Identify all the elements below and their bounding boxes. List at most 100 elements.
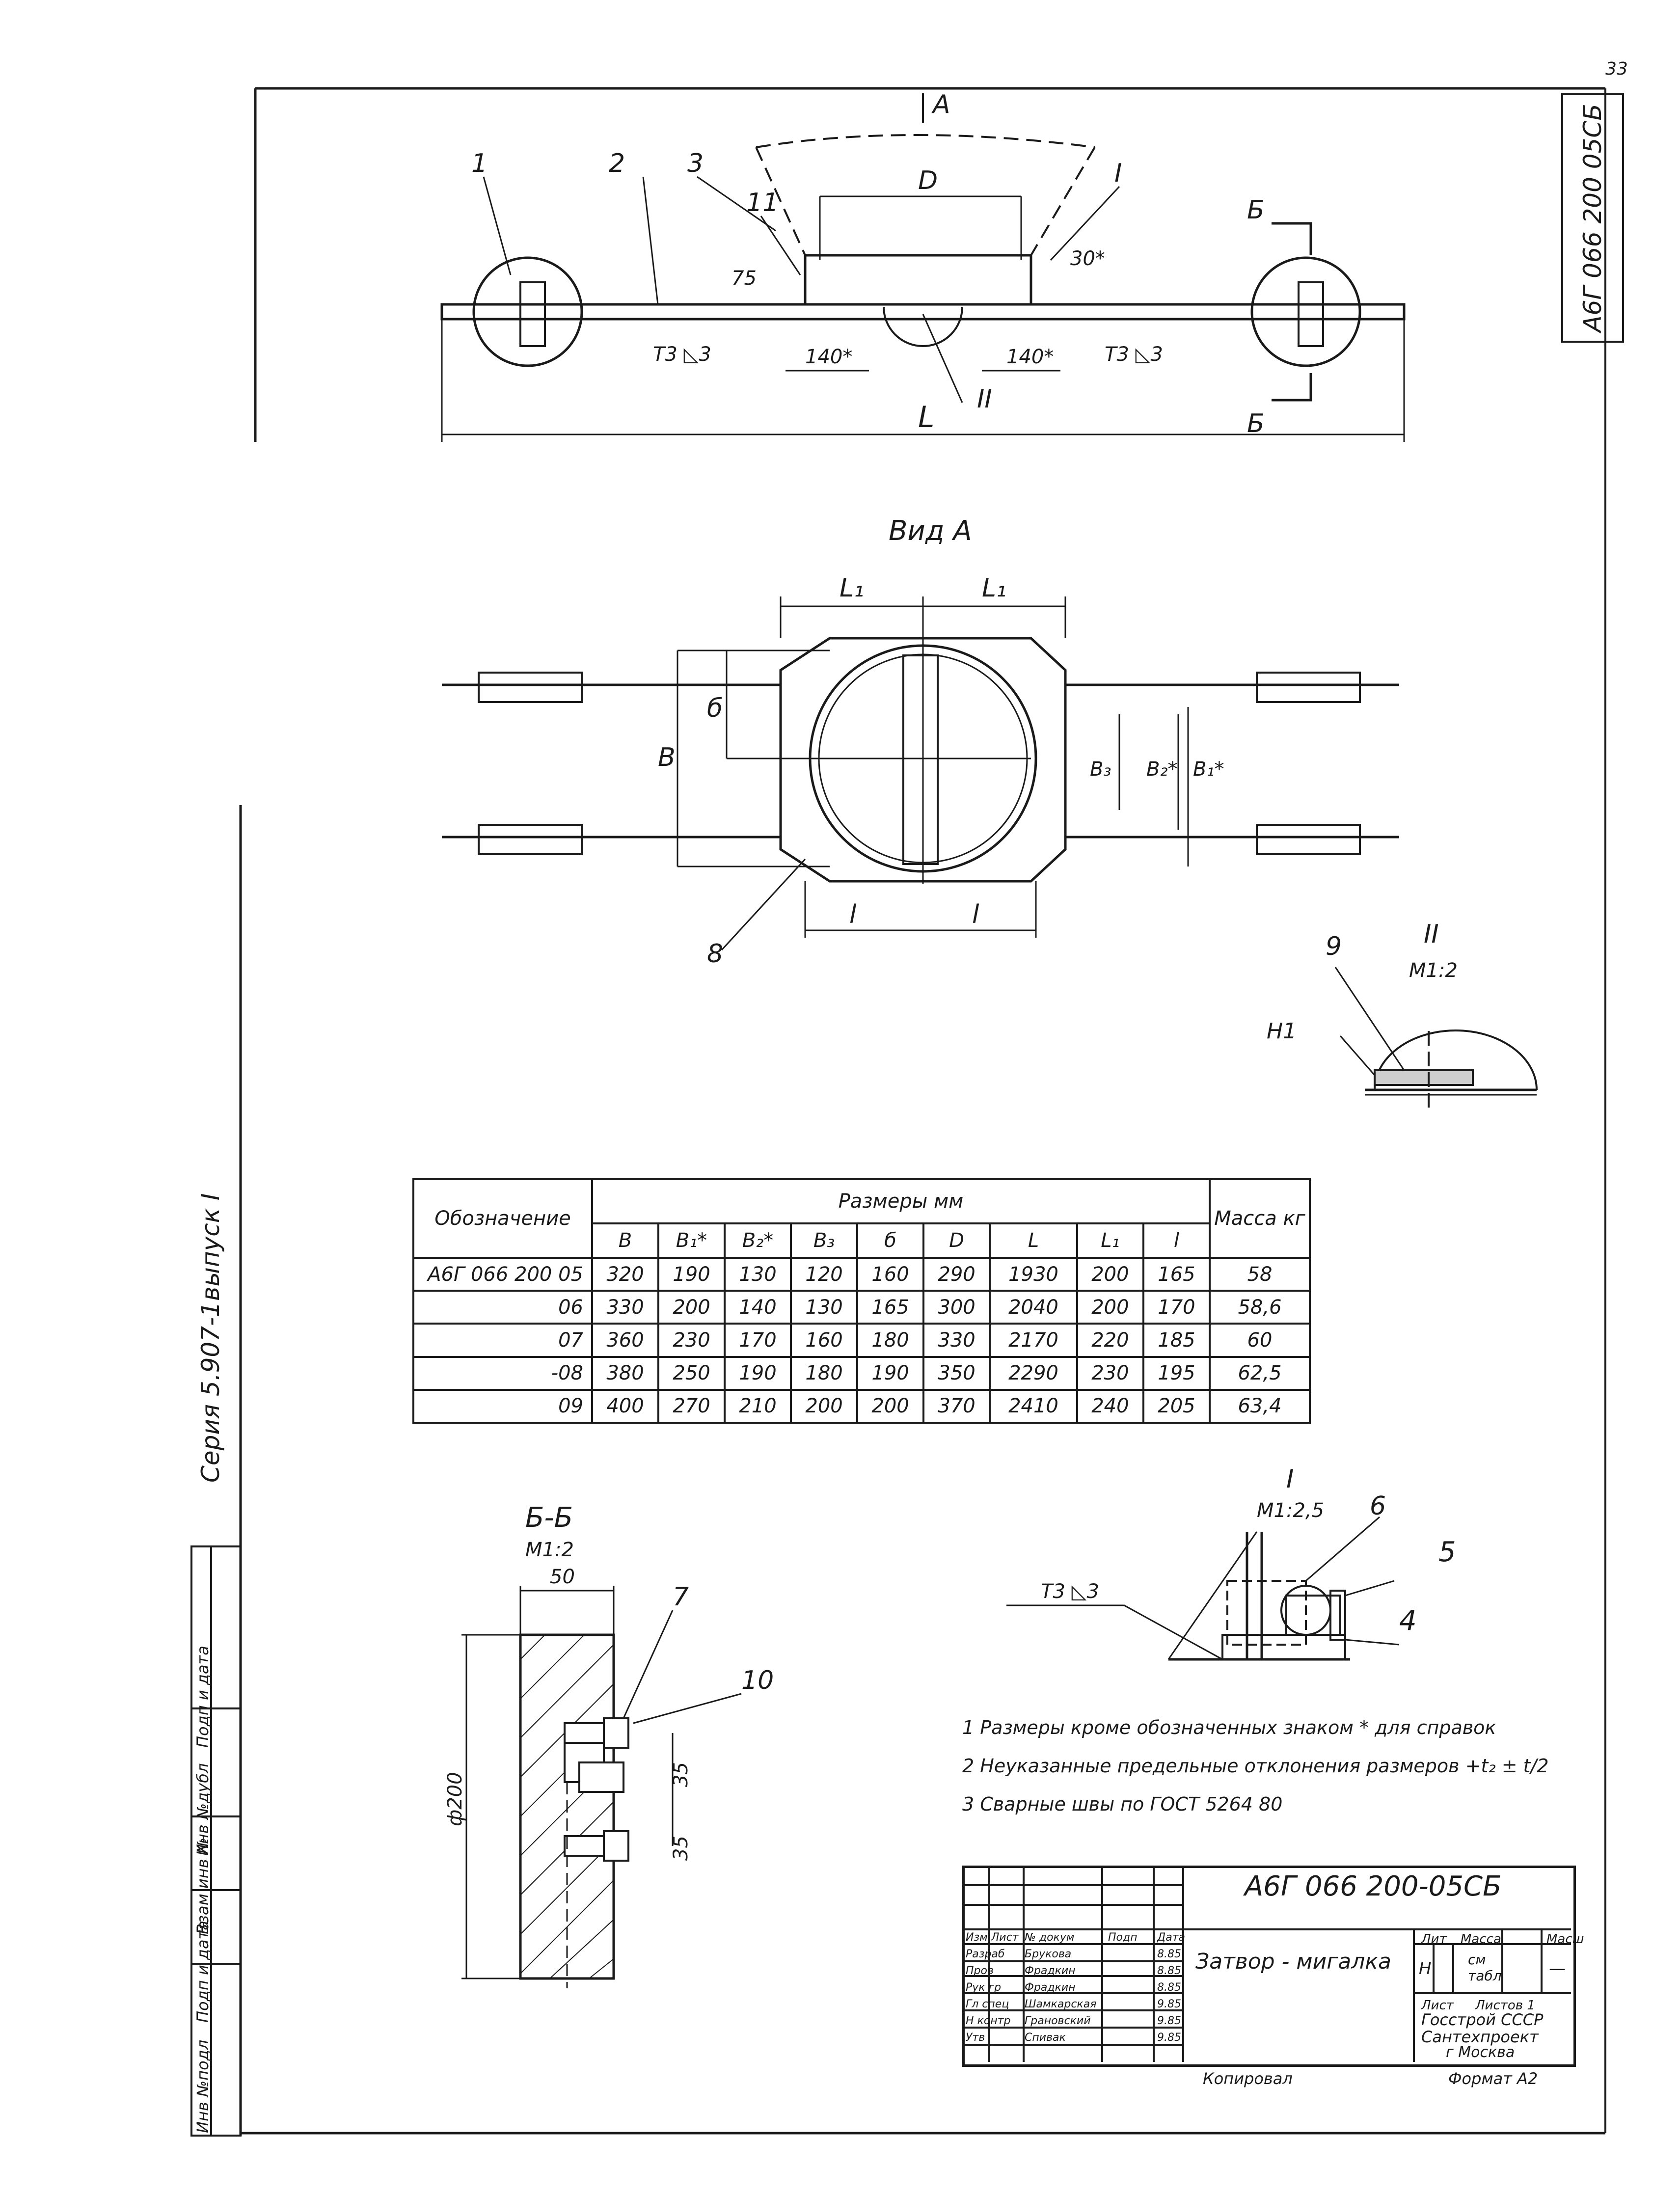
cell: 2290 [989,1355,1078,1391]
cell: 230 [657,1323,726,1358]
title-org-1: Госстрой СССР [1421,2010,1544,2029]
cell: 130 [790,1290,859,1325]
cell: 1930 [989,1256,1078,1292]
note-3: 3 Сварные швы по ГОСТ 5264 80 [962,1793,1283,1815]
main-view [440,93,1406,442]
title-scale-value: — [1549,1959,1566,1978]
pos-9-label: 9 [1326,932,1342,961]
title-mass-value: см табл [1468,1951,1502,1984]
cell: 400 [591,1388,660,1424]
detail-i-drawing [1006,1516,1400,1661]
col-header: L₁ [1076,1222,1144,1259]
title-doc-code: А6Г 066 200-05СБ [1245,1870,1502,1902]
detail-ii-title: II [1424,920,1439,949]
view-arrow-label: А [931,90,950,119]
pos-5-label: 5 [1438,1536,1456,1568]
cell: 220 [1076,1323,1144,1358]
cell-mass: 62,5 [1209,1355,1311,1391]
col-header: В₁* [657,1222,726,1259]
specification-table: Обозначение Размеры мм Масса кг В В₁* В₂… [412,1178,1311,1424]
cell: 160 [790,1323,859,1358]
section-b-top-label: Б [1247,195,1265,225]
cell: 210 [724,1388,792,1424]
dimension-d-label: D [918,166,938,195]
title-scale-header: Масш [1546,1932,1584,1947]
pos-10-label: 10 [741,1666,774,1695]
pos-6-label: 6 [1370,1491,1386,1521]
cell: 160 [856,1256,925,1292]
cell: 130 [724,1256,792,1292]
col-header: В₂* [724,1222,792,1259]
section-bb-scale: М1:2 [525,1539,574,1561]
left-disk [472,256,583,367]
table-row: 09 400 270 210 200 200 370 2410 240 205 … [412,1388,1311,1424]
cell: 165 [856,1290,925,1325]
technical-notes: 1 Размеры кроме обозначенных знаком * дл… [962,1708,1600,1823]
cell: 330 [922,1323,991,1358]
cell: 190 [724,1355,792,1391]
cell: 120 [790,1256,859,1292]
cell: 180 [790,1355,859,1391]
title-mass-header: Масса [1461,1932,1501,1947]
title-sheet: Лист [1421,1998,1454,2013]
header-mass: Масса кг [1209,1178,1311,1259]
weld-right-label: Т3 ◺3 [1105,343,1163,366]
dimension-75-label: 75 [732,267,757,290]
detail-i-weld-label: Т3 ◺3 [1041,1580,1099,1603]
col-header: В₃ [790,1222,859,1259]
table-row: 07 360 230 170 160 180 330 2170 220 185 … [412,1323,1311,1358]
title-sheets: Листов 1 [1475,1998,1535,2013]
detail-i-marker: I [1114,159,1122,188]
cell: 200 [1076,1290,1144,1325]
col-header: В [591,1222,660,1259]
row-designation: А6Г 066 200 05 [412,1256,593,1292]
cell: 170 [724,1323,792,1358]
dimension-l-small-right: l [972,900,979,929]
table-subheader-row: В В₁* В₂* В₃ б D L L₁ l [413,1222,1310,1259]
note-2: 2 Неуказанные предельные отклонения разм… [962,1755,1549,1777]
row-designation: -08 [412,1355,593,1391]
dimension-l-label: L [918,400,934,434]
title-org-3: г Москва [1446,2044,1515,2061]
dim-140-right-label: 140* [1006,346,1054,368]
margin-document-code-box: А6Г 066 200 05СБ [1561,93,1624,343]
cell-mass: 58 [1209,1256,1311,1292]
dimension-b1-label: В₁* [1193,758,1224,781]
cell: 290 [922,1256,991,1292]
col-header: l [1142,1222,1211,1259]
cell-mass: 60 [1209,1323,1311,1358]
cell: 200 [657,1290,726,1325]
format-label: Формат А2 [1448,2069,1538,2088]
dimension-b3-label: В₃ [1090,758,1111,781]
cell: 2410 [989,1388,1078,1424]
cell: 360 [591,1323,660,1358]
cell-mass: 63,4 [1209,1388,1311,1424]
table-row: 06 330 200 140 130 165 300 2040 200 170 … [412,1290,1311,1325]
header-designation: Обозначение [412,1178,593,1259]
dimension-l1-right-label: L₁ [982,573,1006,603]
title-lit-header: Лит [1421,1932,1447,1947]
cell: 240 [1076,1388,1144,1424]
header-dimensions: Размеры мм [591,1178,1211,1224]
col-header: D [922,1222,991,1259]
margin-stamp [190,1545,242,2137]
dimension-b-label: В [658,743,676,772]
title-block: А6Г 066 200-05СБ Затвор - мигалка Лит Ма… [962,1866,1584,2067]
section-bb-dim-200: ф200 [444,1772,466,1826]
cell: 190 [657,1256,726,1292]
table-row: -08 380 250 190 180 190 350 2290 230 195… [412,1355,1311,1391]
dimension-b-small-label: б [707,694,723,723]
title-lit-value: Н [1419,1959,1432,1978]
cell: 205 [1142,1388,1211,1424]
cell: 350 [922,1355,991,1391]
pos-4-label: 4 [1399,1605,1417,1637]
pos-7-label: 7 [673,1582,689,1612]
note-1: 1 Размеры кроме обозначенных знаком * дл… [962,1717,1496,1738]
row-designation: 09 [412,1388,593,1424]
title-block-lines [962,1866,1571,2062]
section-bb-title: Б-Б [525,1502,573,1534]
